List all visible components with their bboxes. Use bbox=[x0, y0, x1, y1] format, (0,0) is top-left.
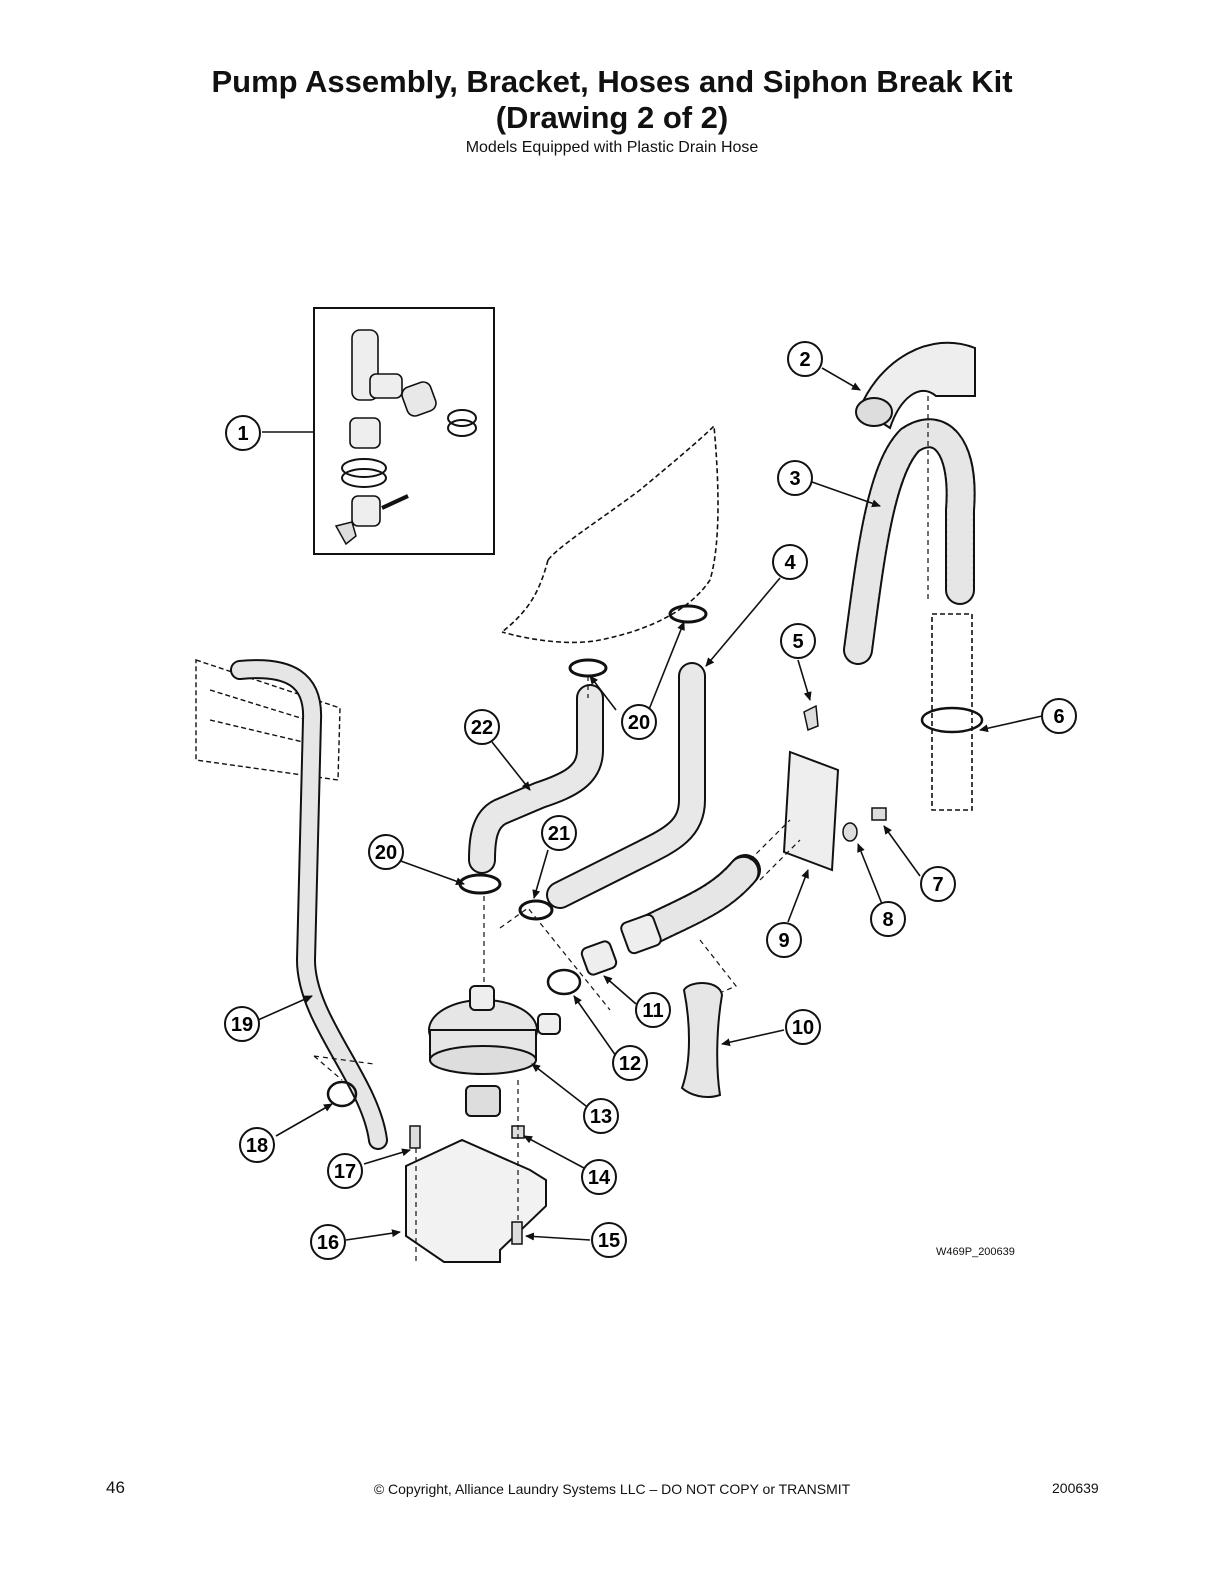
hose-shield bbox=[680, 982, 724, 1098]
callout-label-3: 3 bbox=[789, 468, 800, 490]
standpipe bbox=[920, 613, 984, 811]
callout-circle-15 bbox=[591, 1222, 627, 1258]
callout-label-13: 13 bbox=[590, 1106, 612, 1128]
callout-label-14: 14 bbox=[588, 1167, 611, 1189]
callout-circle-22 bbox=[464, 709, 500, 745]
callout-label-7: 7 bbox=[932, 874, 943, 896]
callout-circle-10 bbox=[785, 1009, 821, 1045]
callout-label-4: 4 bbox=[784, 552, 796, 574]
callout-label-11: 11 bbox=[642, 1000, 663, 1022]
callout-circle-5 bbox=[780, 623, 816, 659]
callout-label-9: 9 bbox=[778, 930, 789, 952]
callout-circle-14 bbox=[581, 1159, 617, 1195]
callout-label-1: 1 bbox=[237, 423, 248, 445]
pump-bracket bbox=[405, 1138, 547, 1263]
callout-label-10: 10 bbox=[792, 1017, 814, 1039]
callout-label-16: 16 bbox=[317, 1232, 339, 1254]
document-number: 200639 bbox=[1052, 1480, 1099, 1496]
coupler bbox=[580, 940, 618, 976]
callout-circle-17 bbox=[327, 1153, 363, 1189]
callout-circle-20 bbox=[368, 834, 404, 870]
callout-label-20: 20 bbox=[375, 842, 397, 864]
callout-label-5: 5 bbox=[792, 631, 803, 653]
callout-circle-2 bbox=[787, 341, 823, 377]
callout-label-12: 12 bbox=[619, 1053, 641, 1075]
page-title: Pump Assembly, Bracket, Hoses and Siphon… bbox=[211, 64, 1013, 99]
page-number: 46 bbox=[106, 1478, 125, 1497]
tub-outline bbox=[501, 424, 719, 644]
callout-circle-11 bbox=[635, 992, 671, 1028]
callout-circle-6 bbox=[1041, 698, 1077, 734]
cabinet-outline-left bbox=[195, 659, 341, 781]
callout-label-2: 2 bbox=[799, 349, 810, 371]
callout-circle-7 bbox=[920, 866, 956, 902]
callout-label-6: 6 bbox=[1053, 706, 1064, 728]
callout-circle-4 bbox=[772, 544, 808, 580]
callout-label-21: 21 bbox=[548, 823, 570, 845]
callout-label-20: 20 bbox=[628, 712, 650, 734]
hose-bracket bbox=[782, 750, 840, 872]
callout-circle-3 bbox=[777, 460, 813, 496]
siphon-break-kit-inset bbox=[313, 307, 495, 555]
callout-circle-8 bbox=[870, 901, 906, 937]
callout-label-17: 17 bbox=[334, 1161, 356, 1183]
callout-label-22: 22 bbox=[471, 717, 493, 739]
page-title-drawing-number: (Drawing 2 of 2) bbox=[495, 100, 729, 135]
callout-label-8: 8 bbox=[882, 909, 893, 931]
callout-label-15: 15 bbox=[598, 1230, 620, 1252]
callout-label-19: 19 bbox=[231, 1014, 253, 1036]
drawing-id: W469P_200639 bbox=[936, 1246, 1015, 1258]
callout-circle-12 bbox=[612, 1045, 648, 1081]
pump bbox=[428, 985, 561, 1117]
callout-circle-18 bbox=[239, 1127, 275, 1163]
callout-circle-19 bbox=[224, 1006, 260, 1042]
copyright-notice: © Copyright, Alliance Laundry Systems LL… bbox=[373, 1481, 851, 1497]
callout-circle-20 bbox=[621, 704, 657, 740]
callout-circle-21 bbox=[541, 815, 577, 851]
callout-circle-16 bbox=[310, 1224, 346, 1260]
page-subtitle: Models Equipped with Plastic Drain Hose bbox=[465, 139, 759, 156]
callout-circle-1 bbox=[225, 415, 261, 451]
callout-label-18: 18 bbox=[246, 1135, 268, 1157]
callout-circle-9 bbox=[766, 922, 802, 958]
callout-circle-13 bbox=[583, 1098, 619, 1134]
